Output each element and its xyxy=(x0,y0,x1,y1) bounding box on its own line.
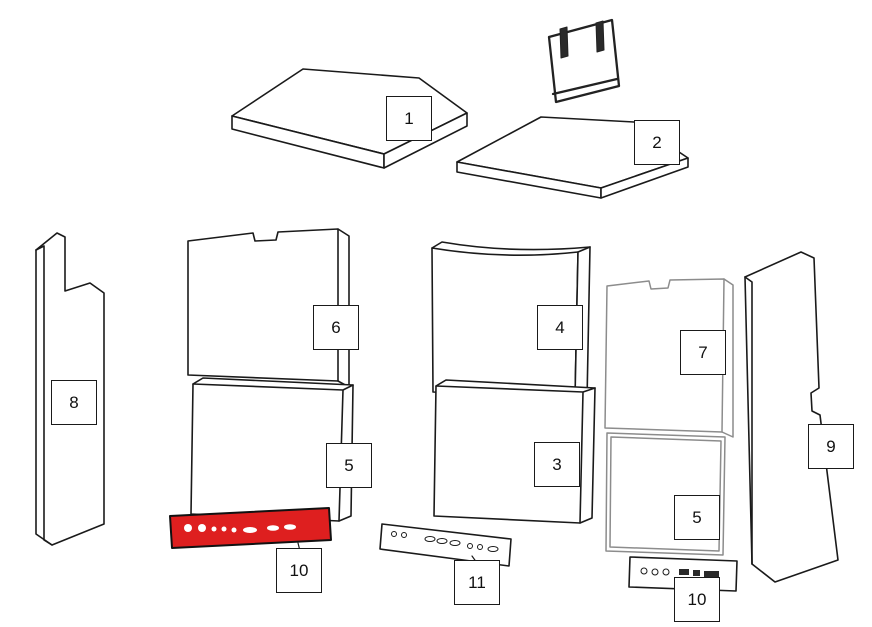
label-part-3: 3 xyxy=(534,442,580,487)
label-part-4: 4 xyxy=(537,305,583,350)
part-10-left-shape xyxy=(169,507,332,549)
part-11-shape xyxy=(379,523,512,567)
label-part-11: 11 xyxy=(454,560,500,605)
label-part-5-right: 5 xyxy=(674,495,720,540)
label-part-7: 7 xyxy=(680,330,726,375)
part-2-shape xyxy=(456,116,689,199)
bracket-shape xyxy=(547,18,621,104)
label-part-10-left: 10 xyxy=(276,548,322,593)
label-part-6: 6 xyxy=(313,305,359,350)
label-part-9: 9 xyxy=(808,424,854,469)
part-3-shape xyxy=(433,379,596,524)
part-9-shape xyxy=(744,251,839,583)
label-part-8: 8 xyxy=(51,380,97,425)
label-part-10-right: 10 xyxy=(674,577,720,622)
part-6-shape xyxy=(187,228,350,388)
label-part-2: 2 xyxy=(634,120,680,165)
label-part-5-left: 5 xyxy=(326,443,372,488)
label-part-1: 1 xyxy=(386,96,432,141)
